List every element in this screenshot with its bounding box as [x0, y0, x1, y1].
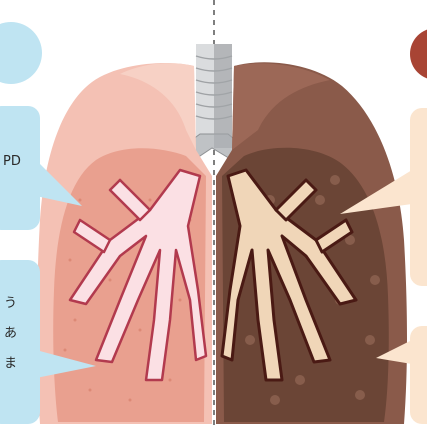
- left-callout-2-line-3: ま: [4, 354, 17, 374]
- left-callout-1-text: PD: [3, 152, 21, 172]
- diseased-lung: [216, 62, 407, 424]
- left-top-badge: [0, 22, 42, 84]
- left-callout-2-line-1: う: [4, 294, 17, 314]
- left-callout-2-line-2: あ: [4, 324, 17, 344]
- right-status-badge: [410, 28, 427, 80]
